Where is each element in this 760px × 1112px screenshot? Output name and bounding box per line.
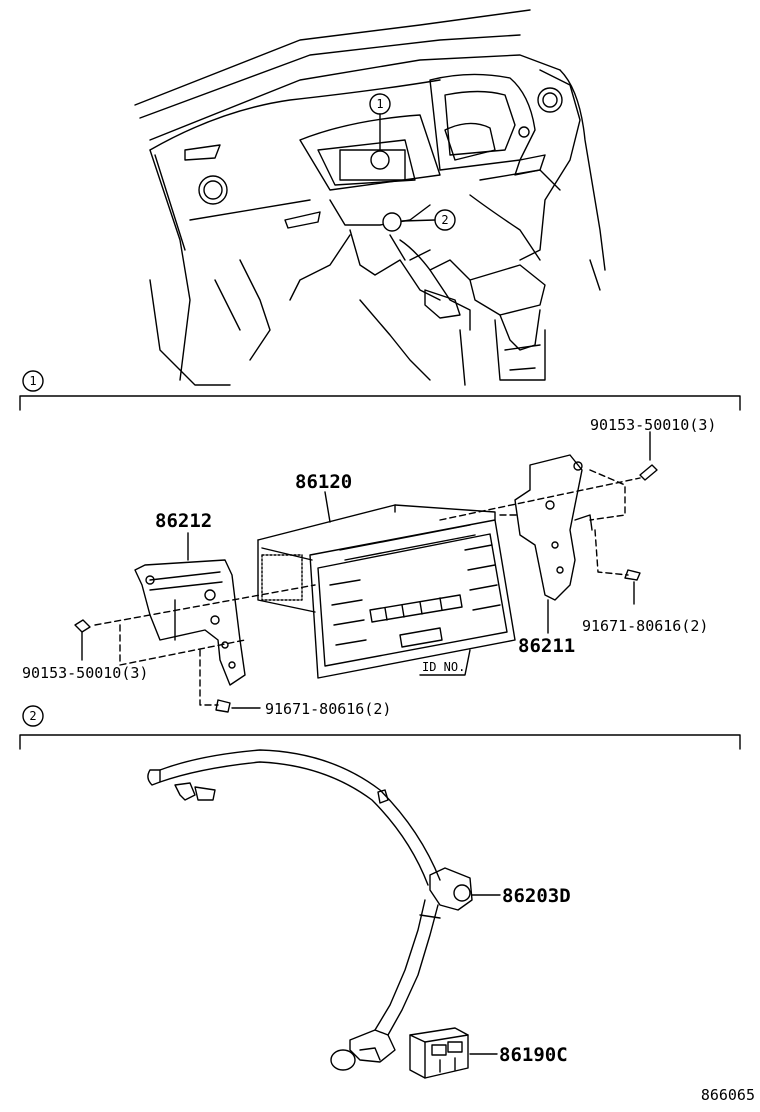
section-2-marker-label: 2 <box>29 709 36 723</box>
id-no-label: ID NO. <box>422 660 465 674</box>
part-number-86120: 86120 <box>295 471 352 493</box>
bracket-86211 <box>514 454 593 601</box>
harness-86203d <box>147 749 473 1071</box>
bracket-86212 <box>134 532 246 686</box>
part-number-90153-top: 90153-50010(3) <box>590 416 716 434</box>
audio-unit-86120 <box>257 491 516 679</box>
figure-number: 866065 <box>701 1086 755 1104</box>
callout-2-label: 2 <box>441 213 448 227</box>
section-2-bracket <box>19 734 741 750</box>
part-number-91671-bottom: 91671-80616(2) <box>265 700 391 718</box>
callout-2-leader <box>401 219 436 222</box>
bolt-right <box>624 569 641 605</box>
part-number-91671-right: 91671-80616(2) <box>582 617 708 635</box>
section-1-marker-label: 1 <box>29 374 36 388</box>
callout-1-target <box>370 150 390 170</box>
section-2-marker <box>22 705 44 727</box>
part-number-90153-left: 90153-50010(3) <box>22 664 148 682</box>
bolt-bottom <box>215 699 261 713</box>
connector-86190c <box>409 1027 469 1079</box>
exploded-guides <box>94 469 641 706</box>
part-number-86203d: 86203D <box>502 885 571 907</box>
section-1-marker <box>22 370 44 392</box>
part-number-86211: 86211 <box>518 635 575 657</box>
screw-left <box>74 619 91 661</box>
leader-id-no <box>419 649 471 676</box>
part-number-86190c: 86190C <box>499 1044 568 1066</box>
callout-2-target <box>382 212 402 232</box>
callout-1-label: 1 <box>376 97 383 111</box>
dashboard-illustration <box>134 9 606 386</box>
screw-top-right <box>639 431 658 481</box>
section-1-bracket <box>19 395 741 411</box>
part-number-86212: 86212 <box>155 510 212 532</box>
